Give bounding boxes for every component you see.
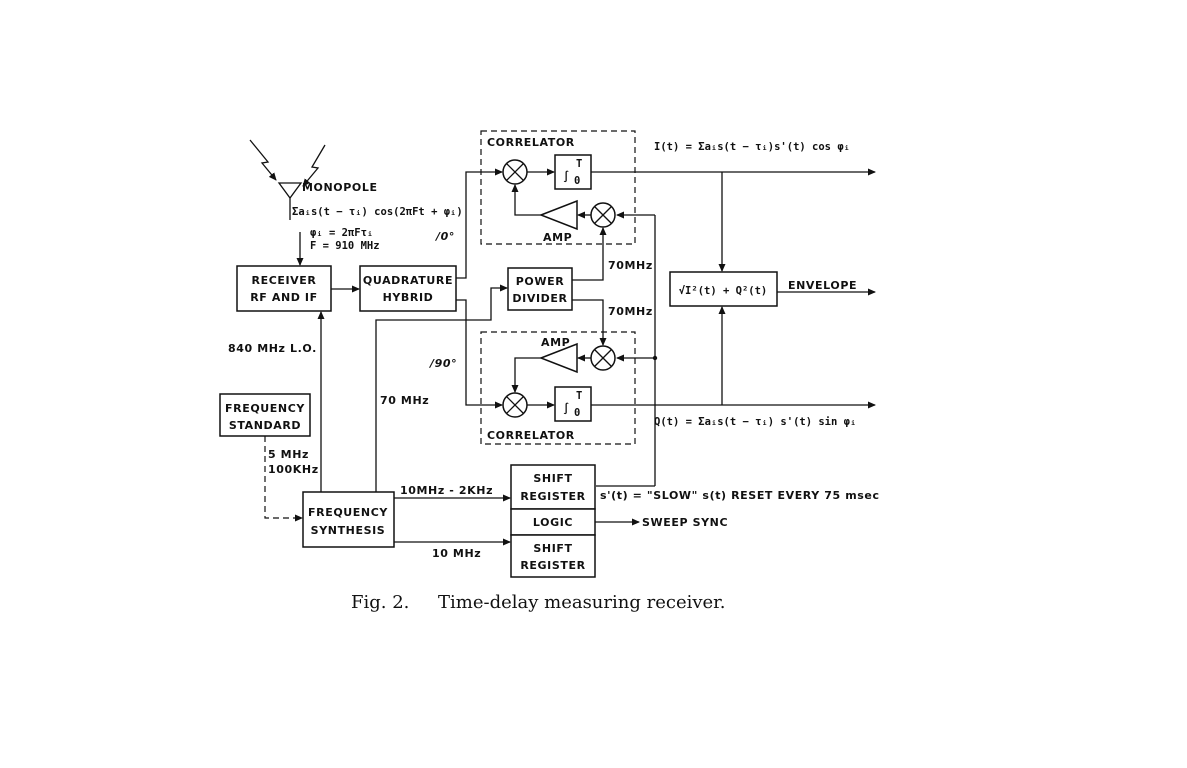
lo-label: 840 MHz L.O. xyxy=(228,342,317,355)
upper-integrator-block xyxy=(554,154,592,190)
quadrature-hybrid-block xyxy=(359,265,457,312)
freq-70-mid: 70MHz xyxy=(608,305,653,318)
phase-90-label: /90° xyxy=(428,357,457,370)
shift-register-bottom-label-2: REGISTER xyxy=(520,559,585,572)
upper-integral-upper: T xyxy=(576,158,582,170)
lower-correlator-label: CORRELATOR xyxy=(487,429,575,442)
frequency-standard-label-1: FREQUENCY xyxy=(225,402,305,415)
quadrature-label-2: HYBRID xyxy=(383,291,434,304)
power-divider-block xyxy=(507,267,573,311)
freq-10mhz-2khz-label: 10MHz - 2KHz xyxy=(400,484,493,497)
upper-amp-label: AMP xyxy=(543,231,572,244)
logic-label: LOGIC xyxy=(533,516,573,529)
lower-mixer xyxy=(502,392,528,418)
receiver-label-2: RF AND IF xyxy=(250,291,318,304)
receiver-block xyxy=(236,265,332,312)
frequency-definition: F = 910 MHz xyxy=(310,240,380,252)
lower-amp-label: AMP xyxy=(541,336,570,349)
freq-70-left: 70 MHz xyxy=(380,394,429,407)
upper-multiplier xyxy=(590,202,616,228)
monopole-label: MONOPOLE xyxy=(302,181,378,194)
power-divider-label-2: DIVIDER xyxy=(512,292,567,305)
lower-integrator-block xyxy=(554,386,592,422)
frequency-synthesis-label-1: FREQUENCY xyxy=(308,506,388,519)
lower-integral-lower: 0 xyxy=(574,407,580,419)
lower-integral-upper: T xyxy=(576,390,582,402)
lower-multiplier xyxy=(590,345,616,371)
lower-correlator-frame xyxy=(480,331,636,445)
upper-correlator-frame xyxy=(480,130,636,245)
frequency-standard-block xyxy=(219,393,311,437)
i-output-equation: I(t) = Σaᵢs(t − τᵢ)s'(t) cos φᵢ xyxy=(654,141,850,153)
lower-integral-sign: ∫ xyxy=(563,402,569,415)
upper-integral-lower: 0 xyxy=(574,175,580,187)
freq-70-top: 70MHz xyxy=(608,259,653,272)
upper-correlator-label: CORRELATOR xyxy=(487,136,575,149)
receiver-label-1: RECEIVER xyxy=(252,274,317,287)
phase-0-label: /0° xyxy=(434,230,455,243)
shift-register-top-label-1: SHIFT xyxy=(533,472,572,485)
figure-caption: Time-delay measuring receiver. xyxy=(438,592,726,613)
upper-mixer xyxy=(502,159,528,185)
monopole-antenna xyxy=(249,139,326,266)
freq-100khz-label: 100KHz xyxy=(268,463,319,476)
shift-register-top-label-2: REGISTER xyxy=(520,490,585,503)
envelope-block-label: √I²(t) + Q²(t) xyxy=(679,285,768,297)
shift-register-bottom-block xyxy=(510,534,596,578)
frequency-synthesis-block xyxy=(302,491,395,548)
freq-10mhz-label: 10 MHz xyxy=(432,547,481,560)
envelope-block xyxy=(669,271,778,307)
freq-5mhz-label: 5 MHz xyxy=(268,448,309,461)
upper-integral-sign: ∫ xyxy=(563,170,569,183)
frequency-standard-label-2: STANDARD xyxy=(229,419,301,432)
figure-number: Fig. 2. xyxy=(351,592,409,613)
phi-definition: φᵢ = 2πFτᵢ xyxy=(310,227,373,239)
envelope-label: ENVELOPE xyxy=(788,279,857,292)
slow-reset-label: s'(t) = "SLOW" s(t) RESET EVERY 75 msec xyxy=(600,489,880,502)
power-divider-label-1: POWER xyxy=(516,275,565,288)
shift-register-bottom-label-1: SHIFT xyxy=(533,542,572,555)
upper-amplifier xyxy=(538,199,578,231)
signal-sum-label: Σaᵢs(t − τᵢ) cos(2πFt + φᵢ) xyxy=(292,206,463,218)
quadrature-label-1: QUADRATURE xyxy=(363,274,453,287)
frequency-synthesis-label-2: SYNTHESIS xyxy=(311,524,386,537)
q-output-equation: Q(t) = Σaᵢs(t − τᵢ) s'(t) sin φᵢ xyxy=(654,416,856,428)
sweep-sync-label: SWEEP SYNC xyxy=(642,516,728,529)
